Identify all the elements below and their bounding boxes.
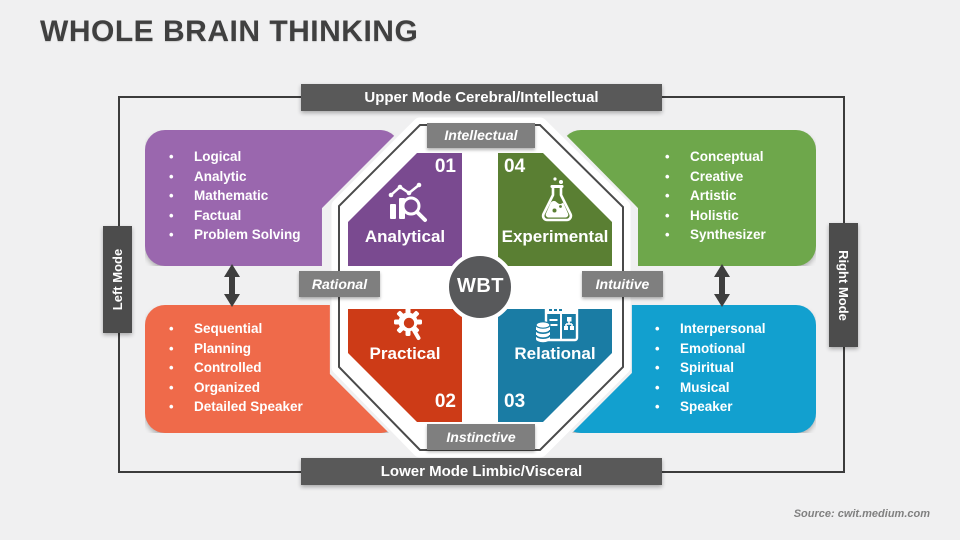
trait-item: Conceptual — [663, 147, 766, 167]
experimental-number: 04 — [504, 156, 526, 177]
trait-item: Musical — [653, 378, 766, 398]
trait-item: Detailed Speaker — [167, 397, 303, 417]
right-mode-bar: Right Mode — [829, 223, 858, 347]
trait-item: Synthesizer — [663, 225, 766, 245]
practical-number: 02 — [434, 391, 456, 412]
left-mode-label: Left Mode — [110, 248, 126, 311]
trait-item: Artistic — [663, 186, 766, 206]
trait-item: Speaker — [653, 397, 766, 417]
analytical-number: 01 — [434, 156, 456, 177]
axis-tag-intuitive: Intuitive — [582, 271, 663, 297]
trait-item: Controlled — [167, 358, 303, 378]
bar-chart-magnifier-icon — [384, 180, 430, 229]
relational-traits-list: InterpersonalEmotionalSpiritualMusicalSp… — [653, 319, 766, 417]
flask-icon — [536, 176, 578, 229]
trait-item: Emotional — [653, 339, 766, 359]
trait-item: Mathematic — [167, 186, 301, 206]
trait-item: Factual — [167, 206, 301, 226]
axis-tag-rational: Rational — [299, 271, 380, 297]
analytical-label: Analytical — [364, 227, 446, 246]
trait-item: Interpersonal — [653, 319, 766, 339]
lower-mode-bar: Lower Mode Limbic/Visceral — [301, 458, 662, 485]
relational-number: 03 — [504, 391, 526, 412]
source-credit: Source: cwit.medium.com — [793, 508, 930, 520]
upper-mode-bar: Upper Mode Cerebral/Intellectual — [301, 84, 662, 111]
experimental-traits-list: ConceptualCreativeArtisticHolisticSynthe… — [663, 147, 766, 245]
trait-item: Sequential — [167, 319, 303, 339]
trait-item: Organized — [167, 378, 303, 398]
database-window-icon — [533, 305, 579, 352]
left-mode-bar: Left Mode — [103, 226, 132, 333]
trait-item: Creative — [663, 167, 766, 187]
practical-label: Practical — [369, 344, 441, 363]
relational-label: Relational — [514, 344, 596, 363]
gear-magnifier-icon — [388, 307, 430, 356]
experimental-label: Experimental — [501, 227, 609, 246]
analytical-traits-list: LogicalAnalyticMathematicFactualProblem … — [167, 147, 301, 245]
practical-traits-list: SequentialPlanningControlledOrganizedDet… — [167, 319, 303, 417]
page-title: WHOLE BRAIN THINKING — [40, 15, 419, 48]
trait-item: Planning — [167, 339, 303, 359]
trait-item: Analytic — [167, 167, 301, 187]
trait-item: Holistic — [663, 206, 766, 226]
trait-item: Problem Solving — [167, 225, 301, 245]
axis-tag-instinctive: Instinctive — [427, 424, 535, 450]
trait-item: Spiritual — [653, 358, 766, 378]
wbt-center-label: WBT — [456, 275, 505, 297]
right-mode-label: Right Mode — [836, 249, 852, 321]
trait-item: Logical — [167, 147, 301, 167]
axis-tag-intellectual: Intellectual — [427, 123, 535, 148]
